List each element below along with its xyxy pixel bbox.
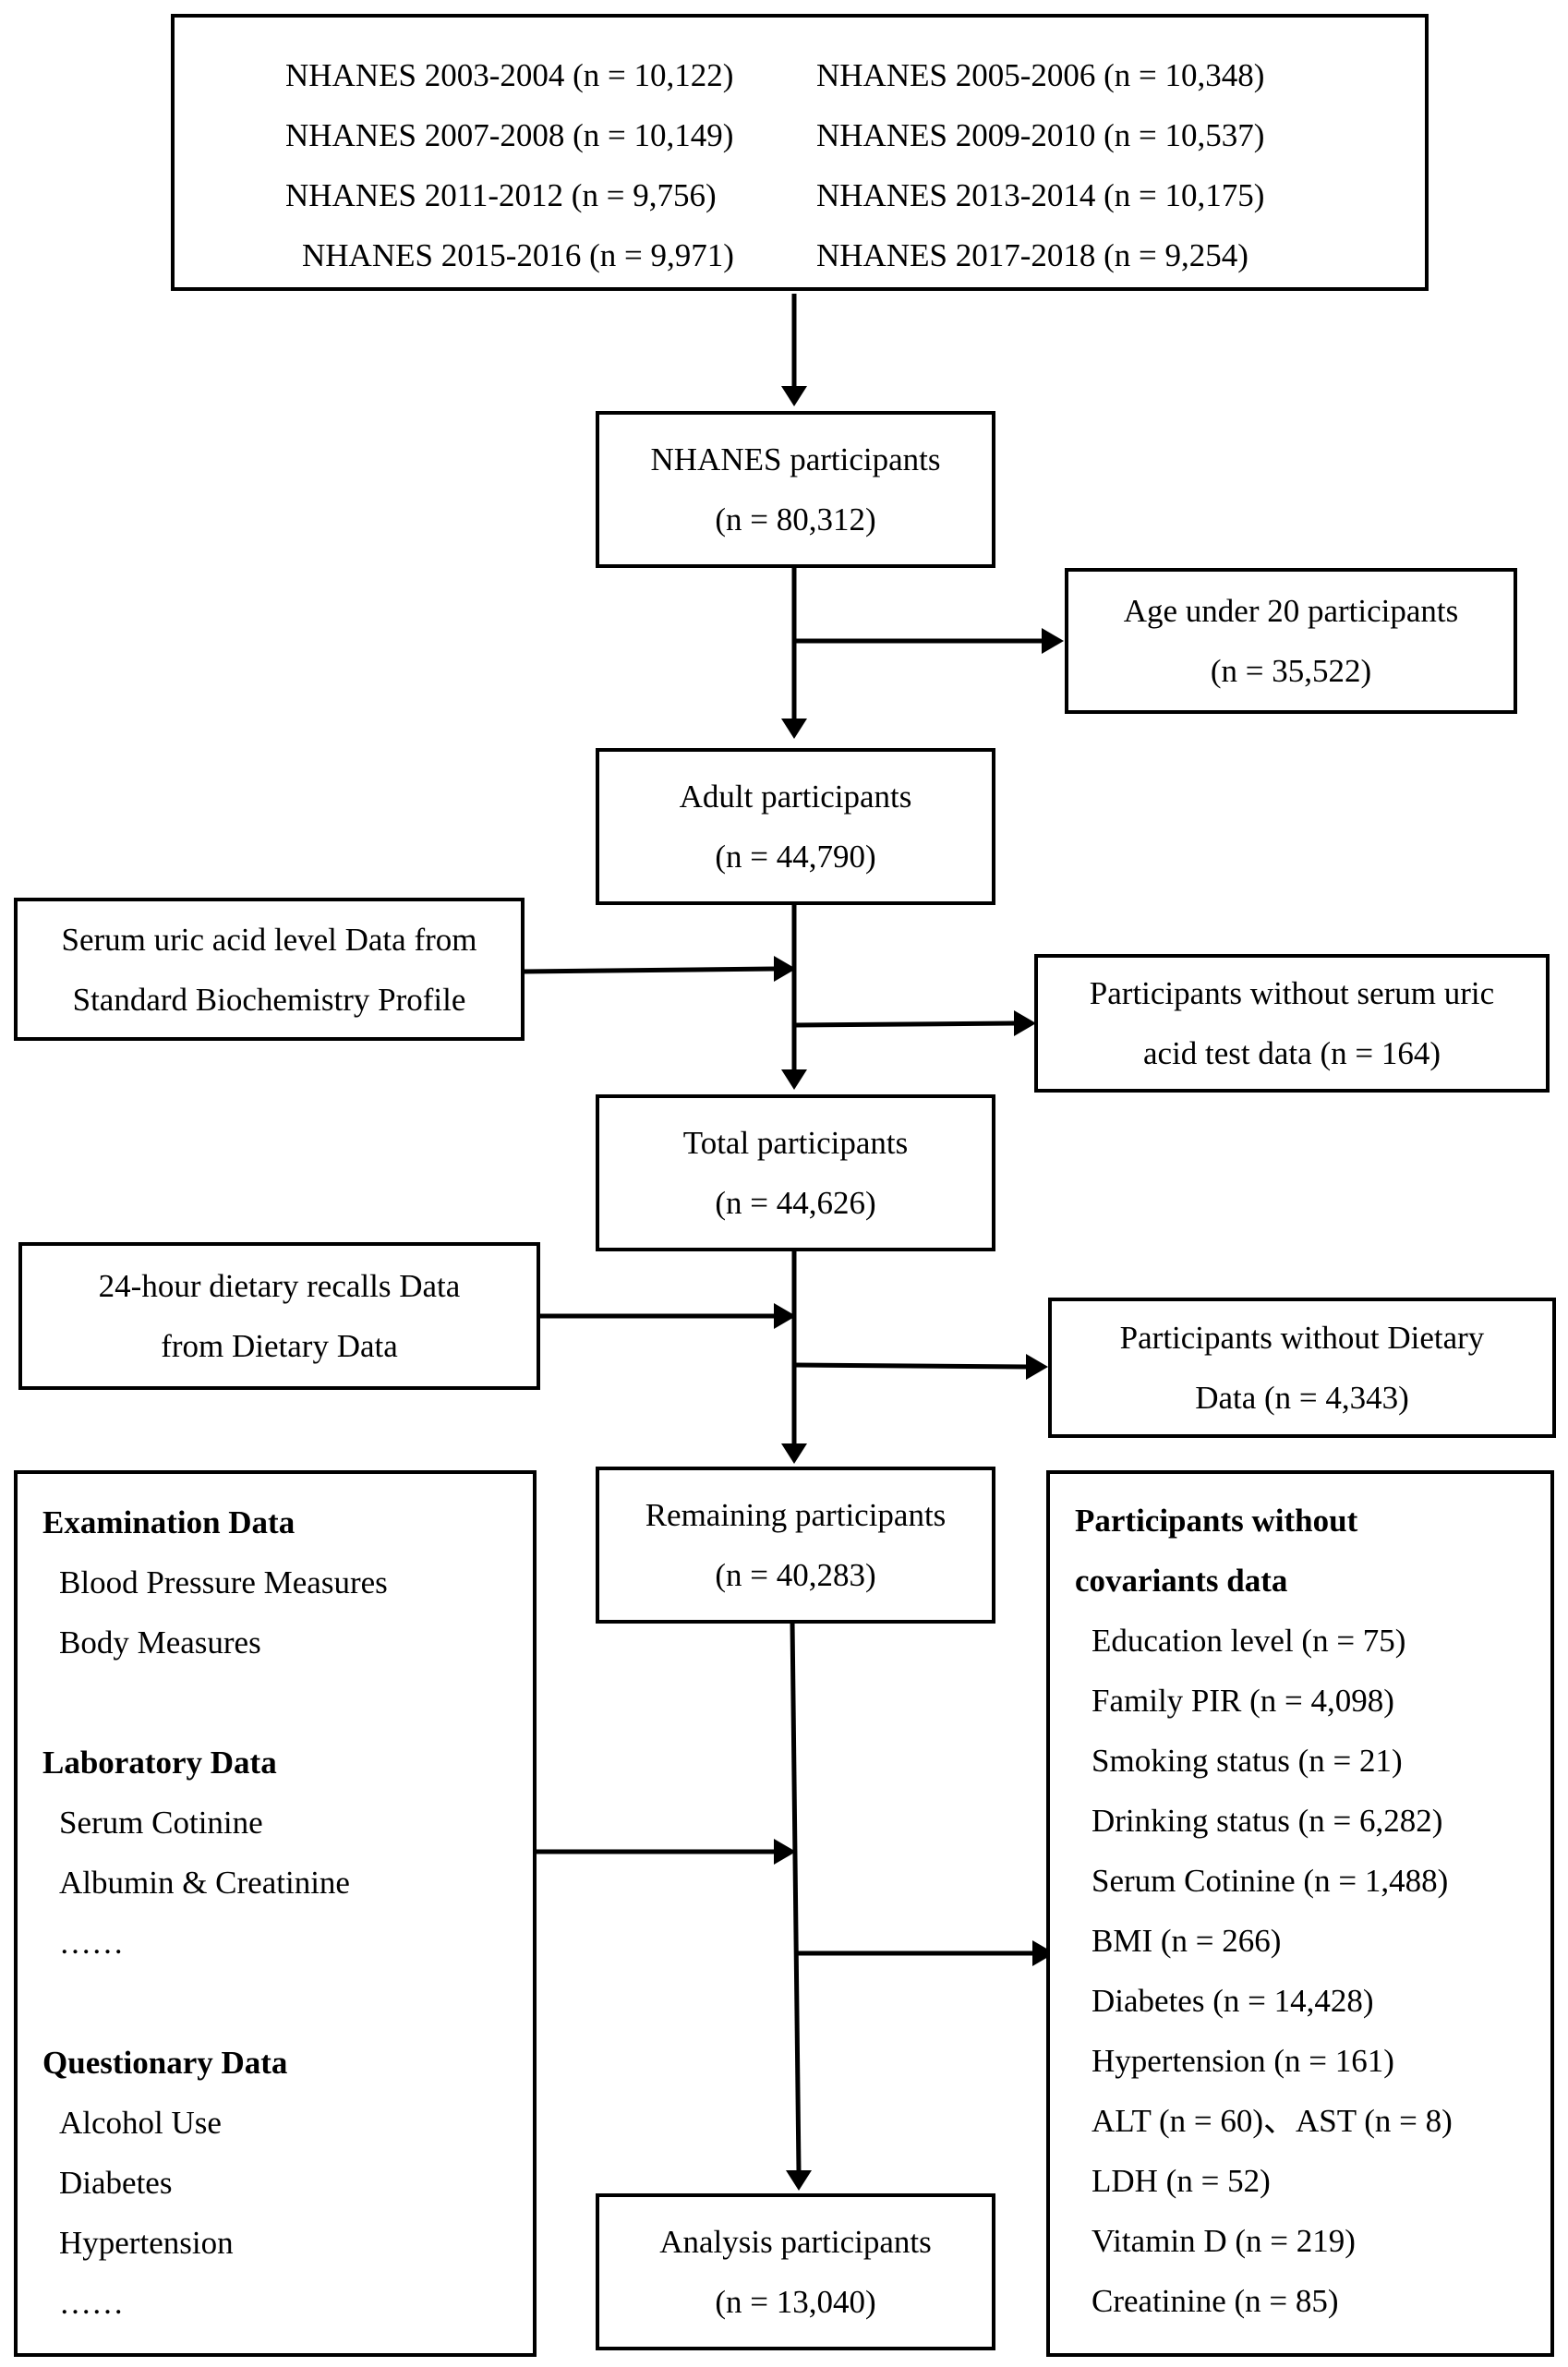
spacer xyxy=(42,1973,533,2033)
covariate-item: ALT (n = 60)、AST (n = 8) xyxy=(1092,2103,1453,2139)
box-line: Standard Biochemistry Profile xyxy=(72,981,466,1018)
covariate-item: LDH (n = 52) xyxy=(1092,2163,1271,2199)
nhanes-cycle: NHANES 2011-2012 (n = 9,756) xyxy=(285,177,717,213)
covariate-item: Diabetes (n = 14,428) xyxy=(1092,1983,1374,2019)
covariate-item: Drinking status (n = 6,282) xyxy=(1092,1803,1443,1839)
box-count: (n = 13,040) xyxy=(715,2284,876,2320)
nhanes-cycles-grid: NHANES 2003-2004 (n = 10,122) NHANES 200… xyxy=(285,45,1425,285)
box-label: Adult participants xyxy=(679,779,912,815)
adult-participants-box: Adult participants (n = 44,790) xyxy=(596,748,995,905)
box-label: NHANES participants xyxy=(650,441,941,477)
arrowhead xyxy=(781,719,807,739)
box-line: (n = 35,522) xyxy=(1210,653,1372,689)
nhanes-cycle: NHANES 2015-2016 (n = 9,971) xyxy=(302,237,734,273)
uric-exclusion-box: Participants without serum uric acid tes… xyxy=(1034,954,1550,1093)
box-count: (n = 44,626) xyxy=(715,1185,876,1221)
box-line: 24-hour dietary recalls Data xyxy=(98,1268,461,1304)
box-line: Age under 20 participants xyxy=(1123,593,1459,629)
nhanes-cycle: NHANES 2007-2008 (n = 10,149) xyxy=(285,117,734,153)
box-line: Participants without serum uric xyxy=(1089,975,1495,1011)
covariates-exclusion-panel: Participants without covariants data Edu… xyxy=(1046,1470,1554,2357)
nhanes-cycle: NHANES 2005-2006 (n = 10,348) xyxy=(816,57,1265,93)
section-item: Albumin & Creatinine xyxy=(59,1865,350,1901)
section-item: Hypertension xyxy=(59,2225,234,2261)
section-item: Body Measures xyxy=(59,1624,261,1661)
arrowhead xyxy=(786,2170,812,2191)
analysis-participants-box: Analysis participants (n = 13,040) xyxy=(596,2193,995,2350)
total-participants-box: Total participants (n = 44,626) xyxy=(596,1094,995,1251)
data-sources-panel: Examination Data Blood Pressure Measures… xyxy=(14,1470,537,2357)
spacer xyxy=(42,1673,533,1733)
covariate-item: Serum Cotinine (n = 1,488) xyxy=(1092,1863,1449,1899)
arrowhead xyxy=(781,386,807,406)
nhanes-cycles-box: NHANES 2003-2004 (n = 10,122) NHANES 200… xyxy=(171,14,1429,291)
arrowhead xyxy=(1042,628,1064,654)
nhanes-cycle: NHANES 2017-2018 (n = 9,254) xyxy=(816,237,1248,273)
arrowhead xyxy=(1032,1940,1055,1966)
arrowhead xyxy=(1026,1354,1048,1380)
box-label: Remaining participants xyxy=(645,1497,947,1533)
section-item: Alcohol Use xyxy=(59,2105,222,2141)
section-item: Diabetes xyxy=(59,2165,173,2201)
age-exclusion-box: Age under 20 participants (n = 35,522) xyxy=(1065,568,1517,714)
box-count: (n = 44,790) xyxy=(715,839,876,875)
covariate-item: Hypertension (n = 161) xyxy=(1092,2043,1394,2079)
covariate-item: Education level (n = 75) xyxy=(1092,1623,1406,1659)
box-label: Total participants xyxy=(682,1125,909,1161)
section-item: Blood Pressure Measures xyxy=(59,1564,388,1600)
box-line: Serum uric acid level Data from xyxy=(61,921,477,958)
box-count: (n = 40,283) xyxy=(715,1557,876,1593)
remaining-participants-box: Remaining participants (n = 40,283) xyxy=(596,1467,995,1624)
dietary-exclusion-box: Participants without Dietary Data (n = 4… xyxy=(1048,1298,1556,1438)
box-line: from Dietary Data xyxy=(161,1328,398,1364)
section-heading: Examination Data xyxy=(42,1504,296,1540)
arrowhead xyxy=(1014,1010,1036,1036)
section-heading: Laboratory Data xyxy=(42,1745,277,1781)
uric-acid-input-box: Serum uric acid level Data from Standard… xyxy=(14,898,525,1041)
arrow-to-dietary-exclusion xyxy=(793,1362,1029,1370)
arrowhead xyxy=(781,1069,807,1090)
covariate-item: Smoking status (n = 21) xyxy=(1092,1743,1403,1779)
arrow-to-uric-exclusion xyxy=(793,1020,1017,1028)
nhanes-cycle: NHANES 2013-2014 (n = 10,175) xyxy=(816,177,1265,213)
arrow-uric-input xyxy=(523,966,777,974)
section-item: …… xyxy=(59,2285,124,2321)
covariate-item: Vitamin D (n = 219) xyxy=(1092,2223,1356,2259)
section-item: Serum Cotinine xyxy=(59,1805,263,1841)
box-line: acid test data (n = 164) xyxy=(1143,1035,1441,1071)
section-heading: Questionary Data xyxy=(42,2045,288,2081)
nhanes-cycle: NHANES 2009-2010 (n = 10,537) xyxy=(816,117,1265,153)
box-line: Participants without Dietary xyxy=(1119,1320,1485,1356)
panel-heading: Participants without xyxy=(1075,1503,1358,1539)
arrowhead xyxy=(781,1443,807,1464)
section-item: …… xyxy=(59,1925,124,1961)
covariate-item: Family PIR (n = 4,098) xyxy=(1092,1683,1394,1719)
nhanes-cycle: NHANES 2003-2004 (n = 10,122) xyxy=(285,57,734,93)
box-line: Data (n = 4,343) xyxy=(1195,1380,1409,1416)
dietary-recall-input-box: 24-hour dietary recalls Data from Dietar… xyxy=(18,1242,540,1390)
box-count: (n = 80,312) xyxy=(715,501,876,537)
arrowhead xyxy=(774,1303,796,1329)
covariate-item: Creatinine (n = 85) xyxy=(1092,2283,1339,2319)
panel-heading: covariants data xyxy=(1075,1563,1288,1599)
arrow-remaining-to-analysis xyxy=(790,1620,802,2173)
box-label: Analysis participants xyxy=(659,2224,932,2260)
arrowhead xyxy=(774,1839,796,1865)
nhanes-participants-box: NHANES participants (n = 80,312) xyxy=(596,411,995,568)
covariate-item: BMI (n = 266) xyxy=(1092,1923,1282,1959)
arrowhead xyxy=(774,956,796,982)
